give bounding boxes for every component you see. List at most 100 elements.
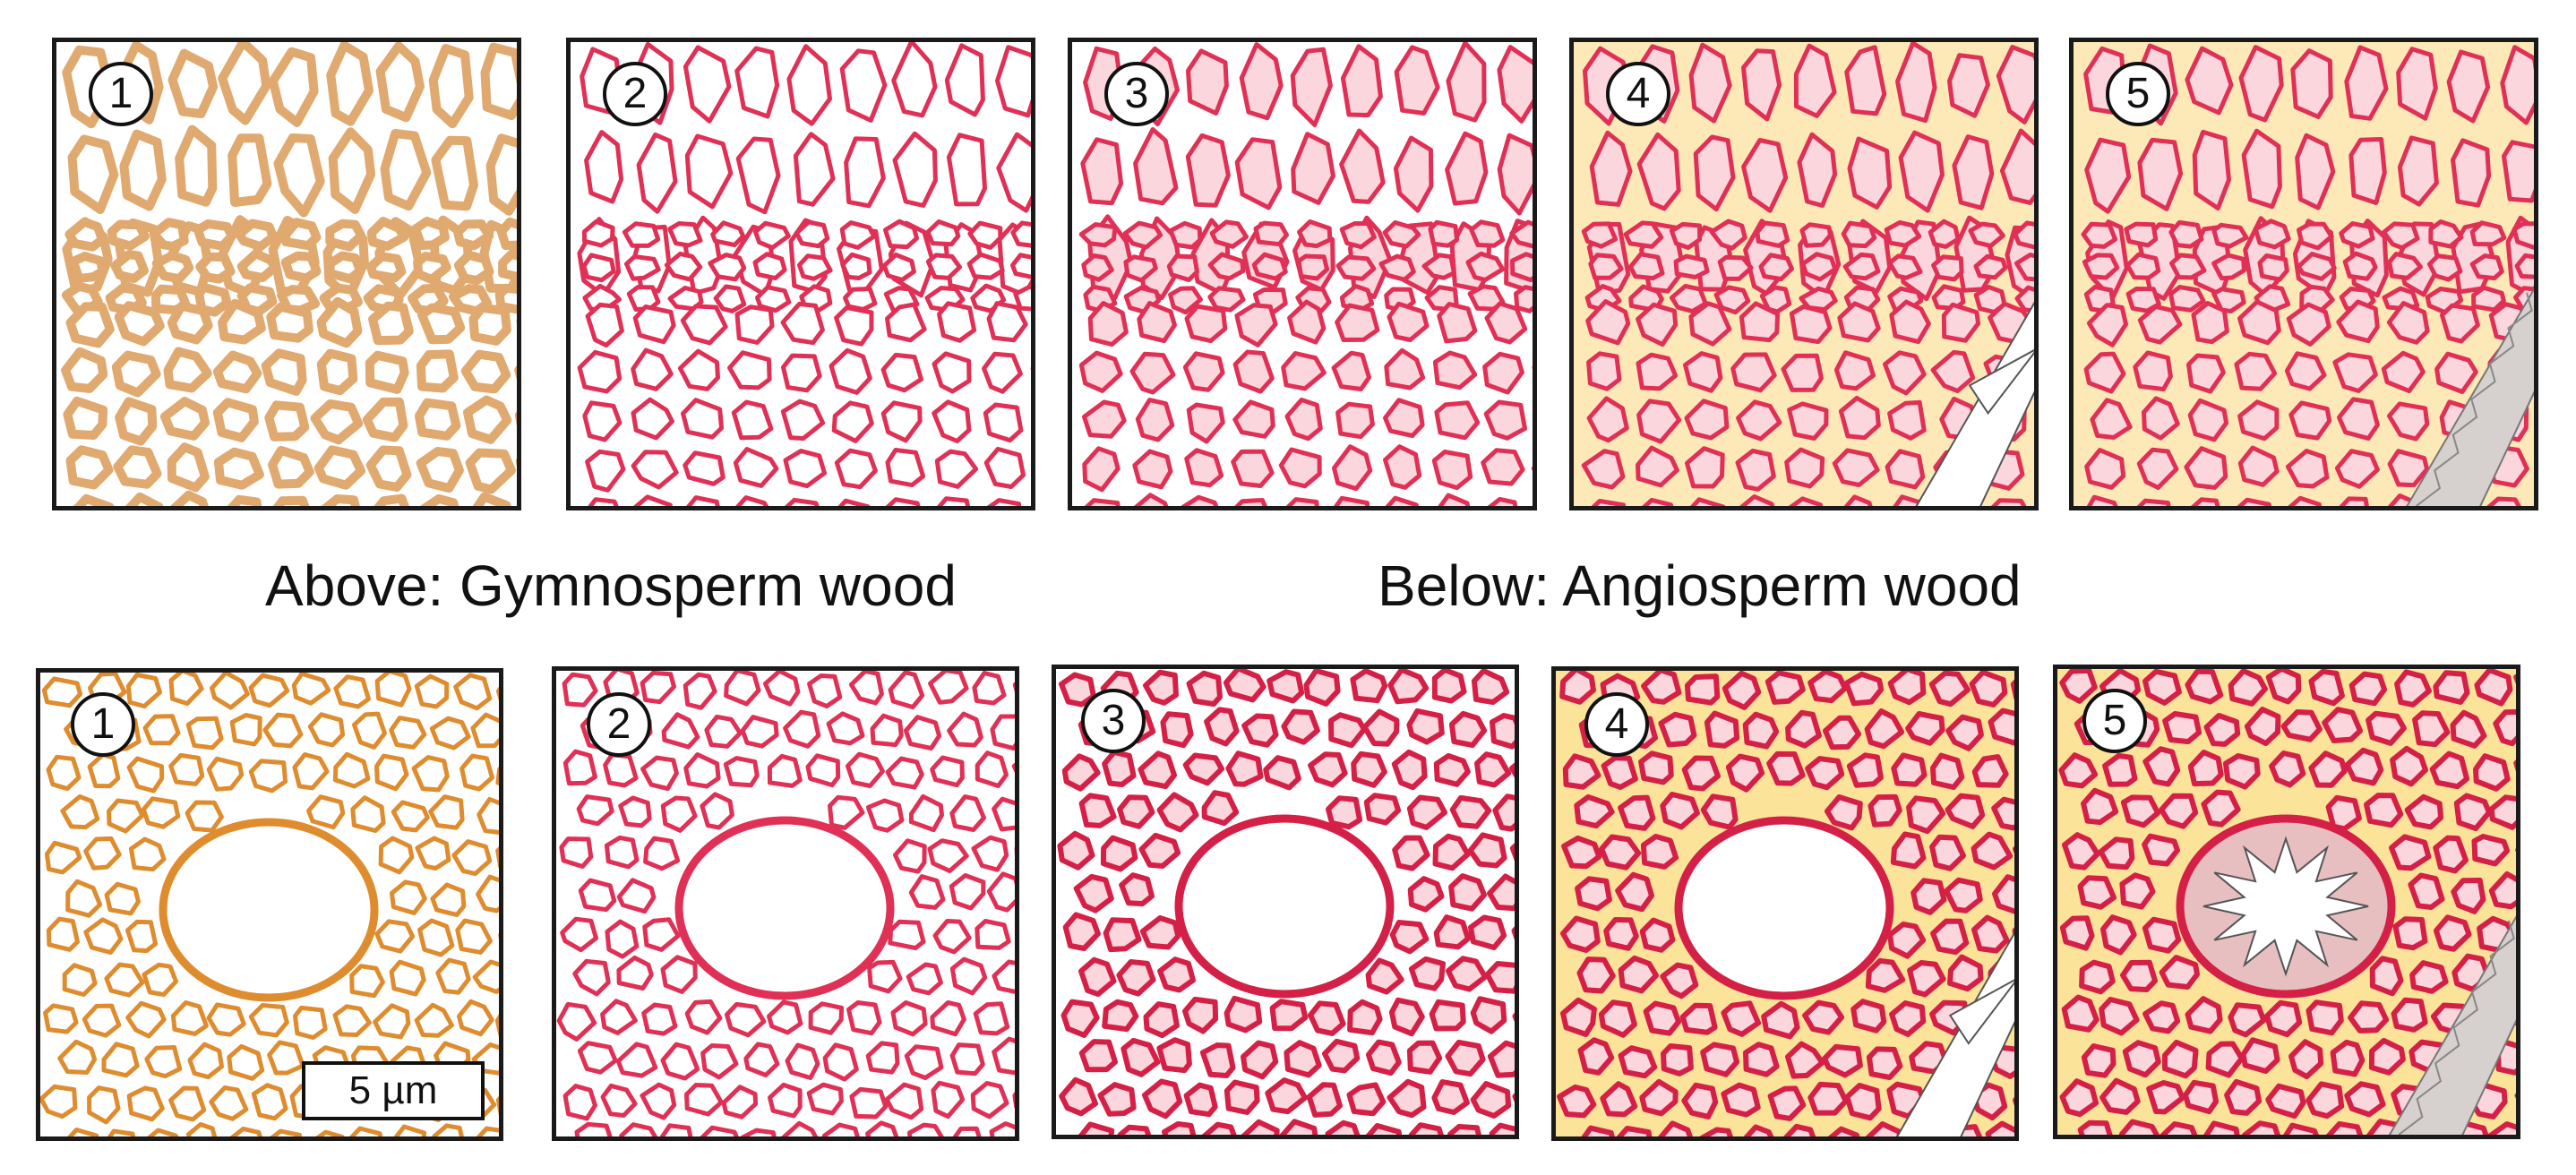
cell	[891, 42, 938, 118]
cell	[107, 1128, 136, 1136]
cell	[2059, 669, 2098, 704]
cell	[1561, 835, 1602, 870]
cell	[2159, 793, 2199, 829]
cell	[829, 347, 872, 395]
cell	[1434, 400, 1481, 441]
angio-stage-badge-5: 5	[2082, 689, 2147, 753]
cell	[1449, 794, 1492, 829]
cell	[1365, 1039, 1402, 1076]
cell	[374, 493, 409, 506]
cell	[128, 836, 167, 872]
cell	[1122, 220, 1163, 250]
cell	[1846, 752, 1884, 788]
vessel	[159, 818, 379, 1002]
cell	[185, 716, 224, 750]
cell	[783, 449, 827, 489]
cell	[735, 495, 769, 506]
cell	[1807, 671, 1848, 704]
cell	[2142, 746, 2181, 787]
cell	[1013, 284, 1031, 312]
cell	[472, 492, 511, 506]
cell	[1581, 1125, 1615, 1136]
gymno-stage-badge-5: 5	[2106, 62, 2170, 126]
cell	[2205, 1041, 2245, 1078]
cell	[2182, 1079, 2220, 1115]
cell	[616, 878, 657, 914]
cell	[1642, 497, 1674, 506]
cell	[831, 400, 874, 443]
cell	[2387, 449, 2430, 488]
cell	[390, 879, 427, 915]
cell	[1636, 132, 1681, 211]
cell	[767, 753, 803, 788]
gymno-tissue-1	[61, 42, 517, 506]
cell	[1135, 398, 1175, 442]
cell	[2142, 833, 2180, 867]
cell	[743, 1042, 780, 1077]
cell	[885, 448, 926, 488]
cell	[2285, 449, 2330, 489]
cell	[2366, 710, 2407, 746]
cell	[1895, 42, 1937, 124]
cell	[415, 398, 461, 441]
cell	[615, 1042, 658, 1078]
cell	[1799, 222, 1833, 248]
angio-stage-badge-3: 3	[1081, 689, 1146, 753]
cell	[163, 347, 212, 393]
cell	[2471, 285, 2506, 313]
cell	[1303, 669, 1341, 707]
cell	[1156, 792, 1199, 833]
cell	[391, 800, 430, 833]
cell	[1285, 497, 1319, 506]
cell	[413, 252, 451, 284]
cell	[1346, 1082, 1387, 1117]
cell	[840, 252, 872, 280]
cell	[763, 671, 801, 707]
cell	[660, 1042, 700, 1081]
cell	[1560, 997, 1597, 1037]
cell	[1660, 792, 1700, 830]
cell	[2102, 752, 2138, 787]
cell	[1511, 926, 1515, 940]
cell	[1470, 996, 1507, 1034]
cell	[82, 1003, 122, 1038]
cell	[677, 348, 720, 391]
cell	[903, 715, 942, 750]
cell	[1999, 128, 2034, 205]
cell	[1365, 957, 1404, 995]
cell	[141, 796, 181, 829]
cell	[1207, 252, 1246, 281]
cell	[2344, 747, 2384, 786]
cell	[1844, 1083, 1882, 1121]
cell	[713, 284, 747, 313]
cell	[1636, 302, 1679, 347]
cell	[2264, 999, 2303, 1038]
cell	[175, 124, 218, 207]
cell	[1481, 448, 1525, 486]
cell	[46, 916, 80, 952]
cell	[1736, 399, 1782, 442]
cell	[1160, 711, 1194, 749]
cell	[1681, 755, 1721, 792]
cell	[1389, 920, 1430, 955]
cell	[1784, 447, 1825, 489]
cell	[680, 304, 728, 346]
cell	[927, 838, 969, 873]
cell	[1234, 137, 1283, 210]
cell	[1600, 1081, 1638, 1118]
cell	[2125, 252, 2161, 280]
cell	[1725, 753, 1765, 793]
cell	[768, 1082, 803, 1119]
cell	[374, 673, 412, 708]
cell	[1078, 1121, 1115, 1135]
cell	[1116, 959, 1156, 997]
cell	[2185, 669, 2224, 705]
cell	[1328, 712, 1367, 749]
cell	[2014, 285, 2034, 314]
cell	[1688, 301, 1732, 347]
cell	[495, 846, 499, 869]
cell	[1432, 833, 1471, 871]
collapsed-vessel-star	[2202, 836, 2369, 977]
cell	[107, 798, 145, 834]
cell	[1576, 956, 1616, 994]
